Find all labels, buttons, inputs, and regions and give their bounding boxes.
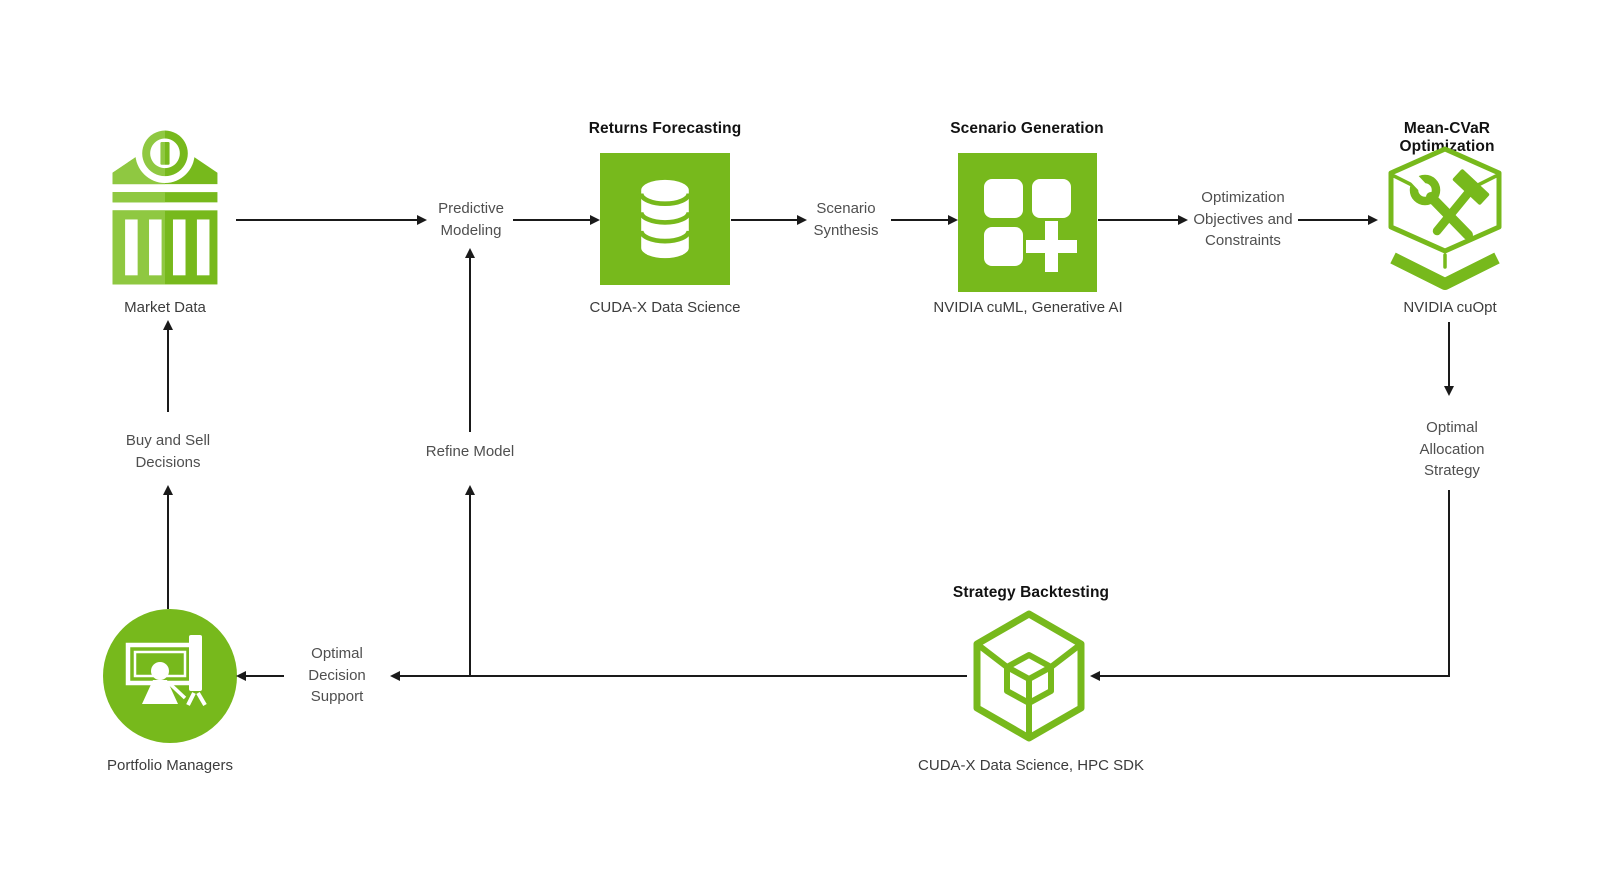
arrow-cuopt-to-allocation-line xyxy=(1448,322,1450,386)
scenario-generation-title: Scenario Generation xyxy=(950,120,1104,137)
arrow-returns-to-synthesis-line xyxy=(731,219,797,221)
predictive-modeling-label: Predictive Modeling xyxy=(438,200,504,239)
market-data-label: Market Data xyxy=(124,299,206,316)
tools-hexagon-icon xyxy=(1388,146,1502,290)
arrow-synthesis-to-scenario-line xyxy=(891,219,948,221)
strategy-backtesting-caption: CUDA-X Data Science, HPC SDK xyxy=(918,757,1144,774)
bank-icon xyxy=(112,123,218,285)
arrow-portfolio-to-buysell-line xyxy=(167,495,169,609)
arrow-predictive-to-returns-line xyxy=(513,219,590,221)
arrow-buysell-to-market-line xyxy=(167,330,169,412)
returns-forecasting-node xyxy=(600,153,730,285)
arrow-objectives-to-cuopt-line xyxy=(1298,219,1368,221)
arrow-market-to-predictive-head xyxy=(417,215,427,225)
arrow-predictive-to-returns-head xyxy=(590,215,600,225)
arrow-objectives-to-cuopt-head xyxy=(1368,215,1378,225)
arrow-refine-to-predictive-head xyxy=(465,248,475,258)
optimal-decision-support-label: Optimal Decision Support xyxy=(308,645,366,706)
arrow-returns-to-synthesis-head xyxy=(797,215,807,225)
cube-icon xyxy=(973,610,1085,742)
mean-cvar-optimization-title: Mean-CVaR Optimization xyxy=(1399,120,1495,155)
portfolio-managers-label: Portfolio Managers xyxy=(107,757,233,774)
arrow-backtest-to-decision-head xyxy=(390,671,400,681)
mean-cvar-optimization-caption: NVIDIA cuOpt xyxy=(1403,299,1497,316)
scenario-synthesis-label: Scenario Synthesis xyxy=(813,200,879,239)
optimization-objectives-label: Optimization Objectives and Constraints xyxy=(1193,189,1293,250)
scenario-generation-node xyxy=(958,153,1097,292)
arrow-scenario-to-objectives-line xyxy=(1098,219,1178,221)
arrow-backtest-to-decision-line xyxy=(400,675,967,677)
arrow-feedback-to-refine-head xyxy=(465,485,475,495)
returns-forecasting-title: Returns Forecasting xyxy=(588,120,742,137)
presenter-icon xyxy=(103,609,237,743)
arrow-portfolio-to-buysell-head xyxy=(163,485,173,495)
arrow-market-to-predictive-line xyxy=(236,219,417,221)
arrow-decision-to-portfolio-head xyxy=(236,671,246,681)
optimal-allocation-label: Optimal Allocation Strategy xyxy=(1419,419,1485,480)
database-icon xyxy=(638,179,692,259)
arrow-allocation-to-backtest-head xyxy=(1090,671,1100,681)
scenario-generation-caption: NVIDIA cuML, Generative AI xyxy=(933,299,1123,316)
arrow-cuopt-to-allocation-head xyxy=(1444,386,1454,396)
allocation-drop-line xyxy=(1448,490,1450,677)
strategy-backtesting-title: Strategy Backtesting xyxy=(952,584,1110,601)
refine-model-label: Refine Model xyxy=(425,443,515,460)
arrow-scenario-to-objectives-head xyxy=(1178,215,1188,225)
arrow-synthesis-to-scenario-head xyxy=(948,215,958,225)
buy-and-sell-decisions-label: Buy and Sell Decisions xyxy=(125,432,211,471)
arrow-decision-to-portfolio-line xyxy=(246,675,284,677)
arrow-allocation-to-backtest-line xyxy=(1100,675,1450,677)
grid-plus-icon xyxy=(984,179,1077,272)
arrow-buysell-to-market-head xyxy=(163,320,173,330)
returns-forecasting-caption: CUDA-X Data Science xyxy=(589,299,741,316)
arrow-refine-to-predictive-line xyxy=(469,258,471,432)
arrow-feedback-to-refine-line xyxy=(469,495,471,677)
